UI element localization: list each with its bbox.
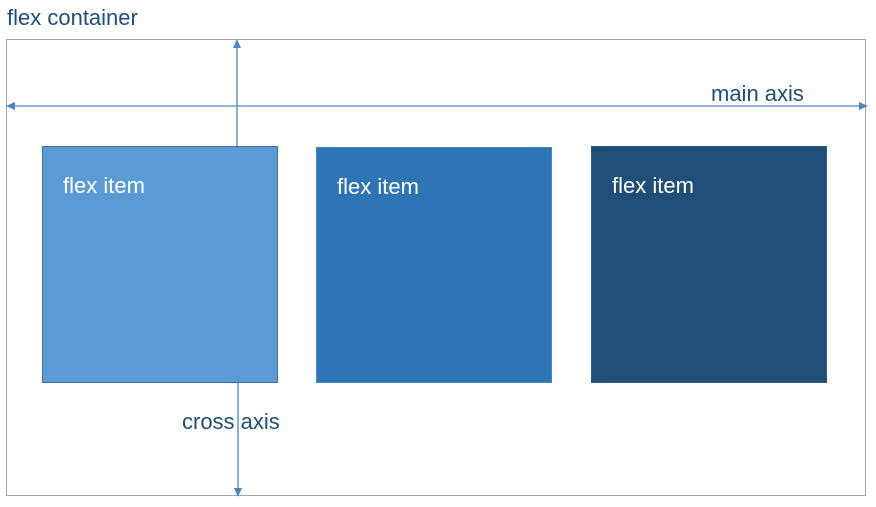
flex-item-2: flex item	[316, 147, 552, 383]
flex-container-label: flex container	[7, 5, 138, 30]
main-axis-label: main axis	[711, 81, 804, 106]
flex-item-2-label: flex item	[337, 174, 419, 199]
flex-item-3: flex item	[591, 146, 827, 383]
flex-item-3-label: flex item	[612, 173, 694, 198]
flex-item-1-label: flex item	[63, 173, 145, 198]
cross-axis-label: cross axis	[182, 409, 280, 434]
flex-item-1: flex item	[42, 146, 278, 383]
flex-container-box	[6, 39, 866, 496]
